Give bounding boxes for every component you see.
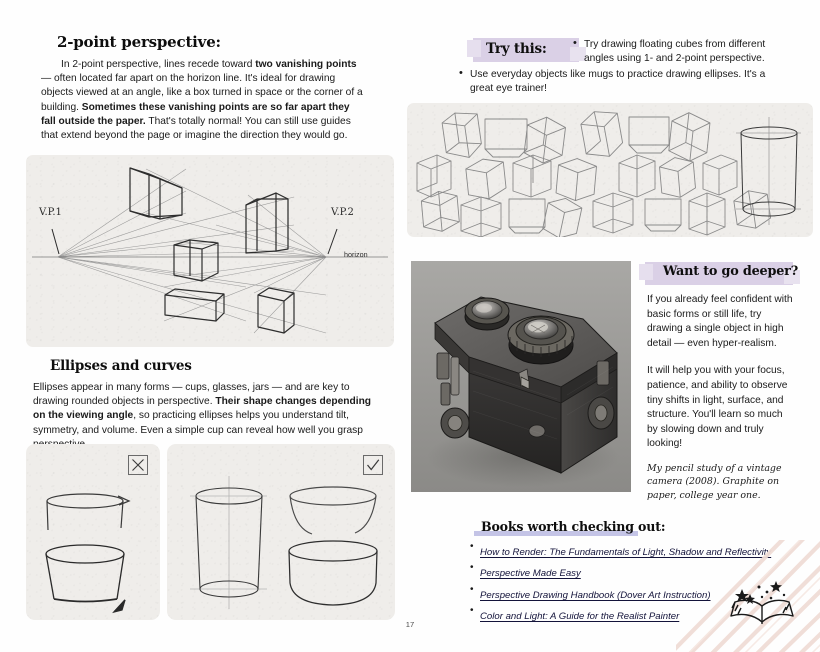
cross-mark-box: [128, 455, 148, 475]
label-vp2: V.P.2: [331, 207, 354, 218]
books-list: How to Render: The Fundamentals of Light…: [468, 541, 778, 628]
page-number: 17: [405, 620, 415, 629]
paragraph: If you already feel confident with basic…: [647, 294, 793, 349]
rich-text-runs: Ellipses appear in many forms — cups, gl…: [33, 382, 372, 450]
list-item[interactable]: Perspective Drawing Handbook (Dover Art …: [468, 584, 778, 603]
label-want-to-go-deeper: Want to go deeper?: [663, 264, 799, 279]
book-title-link[interactable]: Perspective Drawing Handbook (Dover Art …: [480, 589, 711, 601]
label-horizon: horizon: [344, 250, 368, 259]
illustration-correct-ellipses: [167, 444, 395, 620]
paragraph-ellipses-and-curves: Ellipses appear in many forms — cups, gl…: [33, 381, 373, 452]
label-vp1: V.P.1: [39, 207, 62, 218]
list-item[interactable]: Perspective Made Easy: [468, 562, 778, 581]
check-mark-box: [363, 455, 383, 475]
heading-2-point-perspective: 2-point perspective:: [57, 33, 221, 51]
image-pencil-camera-study: [411, 261, 631, 492]
perspective-diagram-svg: [32, 167, 388, 334]
label-try-this: Try this:: [486, 41, 547, 57]
cross-mark-icon: [132, 459, 144, 471]
books-heading-underline: [474, 531, 638, 536]
illustration-perspective-diagram: V.P.1 V.P.2 horizon: [26, 155, 394, 347]
try-this-bullet-2-list: Use everyday objects like mugs to practi…: [459, 67, 789, 100]
cube-grid-svg: [416, 111, 801, 237]
camera-drawing-svg: [411, 261, 631, 492]
list-item: Use everyday objects like mugs to practi…: [459, 67, 789, 95]
illustration-incorrect-ellipses: [26, 444, 160, 620]
paragraph: It will help you with your focus, patien…: [647, 365, 788, 450]
list-item[interactable]: Color and Light: A Guide for the Realist…: [468, 605, 778, 624]
go-deeper-highlight: [639, 262, 800, 285]
go-deeper-body: If you already feel confident with basic…: [647, 293, 795, 465]
illustration-cube-practice-grid: [407, 103, 813, 237]
try-this-bullet-1-list: Try drawing floating cubes from differen…: [573, 37, 785, 70]
book-icon-svg: [730, 581, 794, 624]
book-title-link[interactable]: How to Render: The Fundamentals of Light…: [480, 547, 772, 558]
rich-text-runs: In 2-point perspective, lines recede tow…: [41, 59, 363, 142]
incorrect-cups-svg: [45, 493, 131, 614]
camera-image-caption: My pencil study of a vintage camera (200…: [647, 463, 782, 501]
correct-cups-svg: [190, 476, 378, 609]
check-mark-icon: [367, 459, 380, 471]
list-item[interactable]: How to Render: The Fundamentals of Light…: [468, 541, 778, 560]
label-books-worth-checking-out: Books worth checking out:: [481, 519, 666, 534]
heading-ellipses-and-curves: Ellipses and curves: [50, 358, 192, 374]
book-title-link[interactable]: Color and Light: A Guide for the Realist…: [480, 611, 680, 623]
open-book-sparkles-icon: [726, 578, 802, 630]
paragraph-2-point-perspective: In 2-point perspective, lines recede tow…: [41, 58, 363, 143]
list-item: Try drawing floating cubes from differen…: [573, 37, 785, 65]
book-title-link[interactable]: Perspective Made Easy: [480, 568, 581, 580]
